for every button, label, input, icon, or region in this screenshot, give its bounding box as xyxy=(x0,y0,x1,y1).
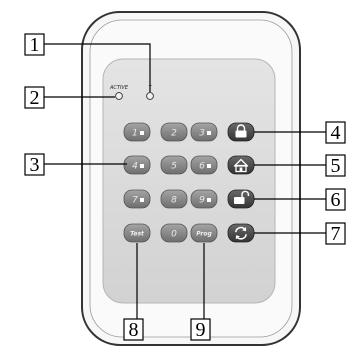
key-label: 6 xyxy=(199,162,205,172)
callout-number: 8 xyxy=(129,319,139,341)
key-badge-icon xyxy=(140,131,144,135)
key-button[interactable]: 1 xyxy=(123,122,151,142)
key-badge-icon xyxy=(207,131,211,135)
key-label: Prog xyxy=(196,231,212,238)
key-label: 2 xyxy=(171,129,177,139)
padlock-open-icon xyxy=(234,190,250,204)
key-button[interactable]: Prog xyxy=(190,223,218,243)
key-badge-icon xyxy=(207,198,211,202)
disarm-button[interactable] xyxy=(227,189,255,209)
keypad-panel xyxy=(102,58,276,304)
key-button[interactable]: 4 xyxy=(123,155,151,175)
arm-home-button[interactable] xyxy=(227,155,255,175)
key-label: 5 xyxy=(171,162,177,172)
refresh-icon xyxy=(235,226,247,240)
callout-number: 4 xyxy=(331,122,341,144)
key-badge-icon xyxy=(140,198,144,202)
callout-6: 6 xyxy=(325,188,346,211)
padlock-closed-icon xyxy=(235,124,247,138)
key-label: 4 xyxy=(132,162,138,172)
key-button[interactable]: 9 xyxy=(190,189,218,209)
leader-line-1 xyxy=(44,43,151,92)
active-led-label: ACTIVE xyxy=(109,85,129,91)
key-button[interactable]: 8 xyxy=(160,189,188,209)
key-button[interactable]: 3 xyxy=(190,122,218,142)
callout-number: 1 xyxy=(30,34,40,56)
key-label: Test xyxy=(130,231,145,238)
leader-lines xyxy=(44,43,326,319)
key-button[interactable]: 5 xyxy=(160,155,188,175)
key-button[interactable]: Test xyxy=(123,223,151,243)
arm-away-button[interactable] xyxy=(227,122,255,142)
key-label: 9 xyxy=(199,196,205,206)
callout-4: 4 xyxy=(325,121,346,144)
callout-number: 7 xyxy=(331,223,341,245)
callout-1: 1 xyxy=(24,33,45,56)
callout-number: 5 xyxy=(331,155,341,177)
callout-3: 3 xyxy=(24,153,45,176)
key-label: 0 xyxy=(171,230,177,240)
callout-5: 5 xyxy=(325,154,346,177)
key-button[interactable]: 2 xyxy=(160,122,188,142)
callout-8: 8 xyxy=(123,318,144,341)
callout-number: 2 xyxy=(30,87,40,109)
callout-2: 2 xyxy=(24,86,45,109)
callout-7: 7 xyxy=(325,222,346,245)
callout-labels: 1 2 3 4 5 6 7 8 9 xyxy=(24,33,346,341)
key-label: 3 xyxy=(199,129,205,139)
callout-9: 9 xyxy=(190,318,211,341)
callout-number: 9 xyxy=(196,319,206,341)
key-label: 8 xyxy=(171,196,177,206)
t-led xyxy=(146,92,154,100)
key-button[interactable]: 0 xyxy=(160,223,188,243)
key-badge-icon xyxy=(207,164,211,168)
active-led xyxy=(115,92,123,100)
key-badge-icon xyxy=(140,164,144,168)
callout-number: 6 xyxy=(331,189,341,211)
key-label: 7 xyxy=(132,196,138,206)
refresh-button[interactable] xyxy=(227,223,255,243)
house-icon xyxy=(233,158,249,173)
key-button[interactable]: 6 xyxy=(190,155,218,175)
callout-number: 3 xyxy=(30,154,40,176)
key-button[interactable]: 7 xyxy=(123,189,151,209)
key-label: 1 xyxy=(132,129,138,139)
